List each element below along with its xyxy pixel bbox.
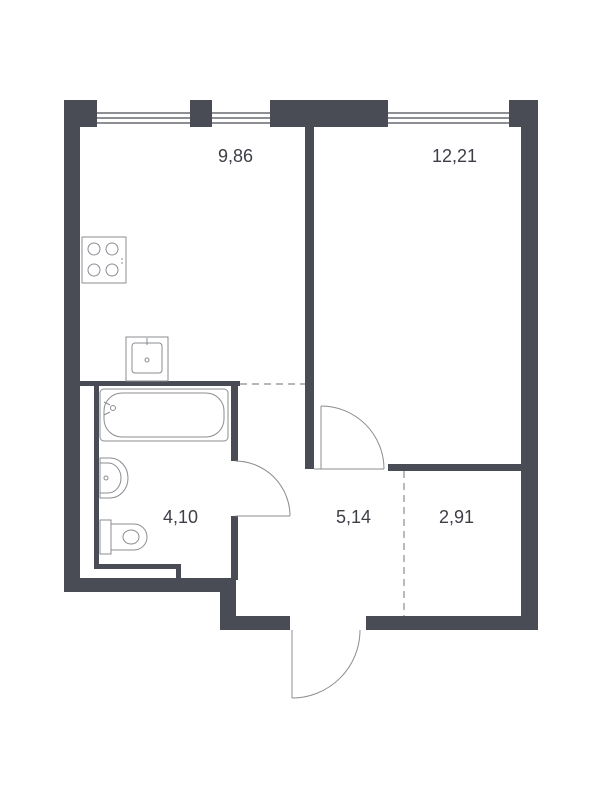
- door-entrance[interactable]: [291, 629, 361, 699]
- window-kitchen-right: [212, 112, 270, 124]
- window-room: [388, 112, 509, 124]
- wall-storage-top: [388, 464, 521, 471]
- wall-bath-right-upper: [231, 381, 238, 461]
- kitchen-sink-icon: [125, 336, 169, 382]
- bathroom-area-label: 4,10: [163, 507, 198, 527]
- bathtub-icon: [99, 388, 229, 442]
- wall-entrance-left: [220, 616, 290, 630]
- kitchen-area-label: 9,86: [218, 146, 253, 166]
- wall-bath-left-inner: [94, 386, 99, 568]
- wall-bath-right-lower: [231, 516, 238, 580]
- wall-bath-top: [80, 381, 240, 386]
- door-room[interactable]: [314, 405, 385, 470]
- window-kitchen-left: [97, 112, 190, 124]
- wall-right: [521, 100, 538, 630]
- interior-walls: [80, 127, 521, 580]
- wall-bath-bottom-inner: [94, 564, 180, 569]
- wall-top-pier: [190, 100, 212, 127]
- stove-icon: [81, 236, 127, 284]
- wall-top-middle: [270, 100, 388, 127]
- storage-area-label: 2,91: [439, 507, 474, 527]
- hall-area-label: 5,14: [336, 507, 371, 527]
- washbasin-icon: [99, 457, 129, 499]
- wall-bath-ledge: [176, 564, 181, 578]
- exterior-walls: [64, 100, 538, 630]
- door-bathroom[interactable]: [234, 460, 291, 517]
- toilet-icon: [99, 519, 148, 555]
- wall-bottom-right: [366, 616, 538, 630]
- wall-left: [64, 100, 80, 592]
- windows: [97, 112, 509, 124]
- room-area-label: 12,21: [432, 146, 477, 166]
- wall-bottom-left: [64, 578, 236, 592]
- wall-kitchen-room: [305, 127, 314, 469]
